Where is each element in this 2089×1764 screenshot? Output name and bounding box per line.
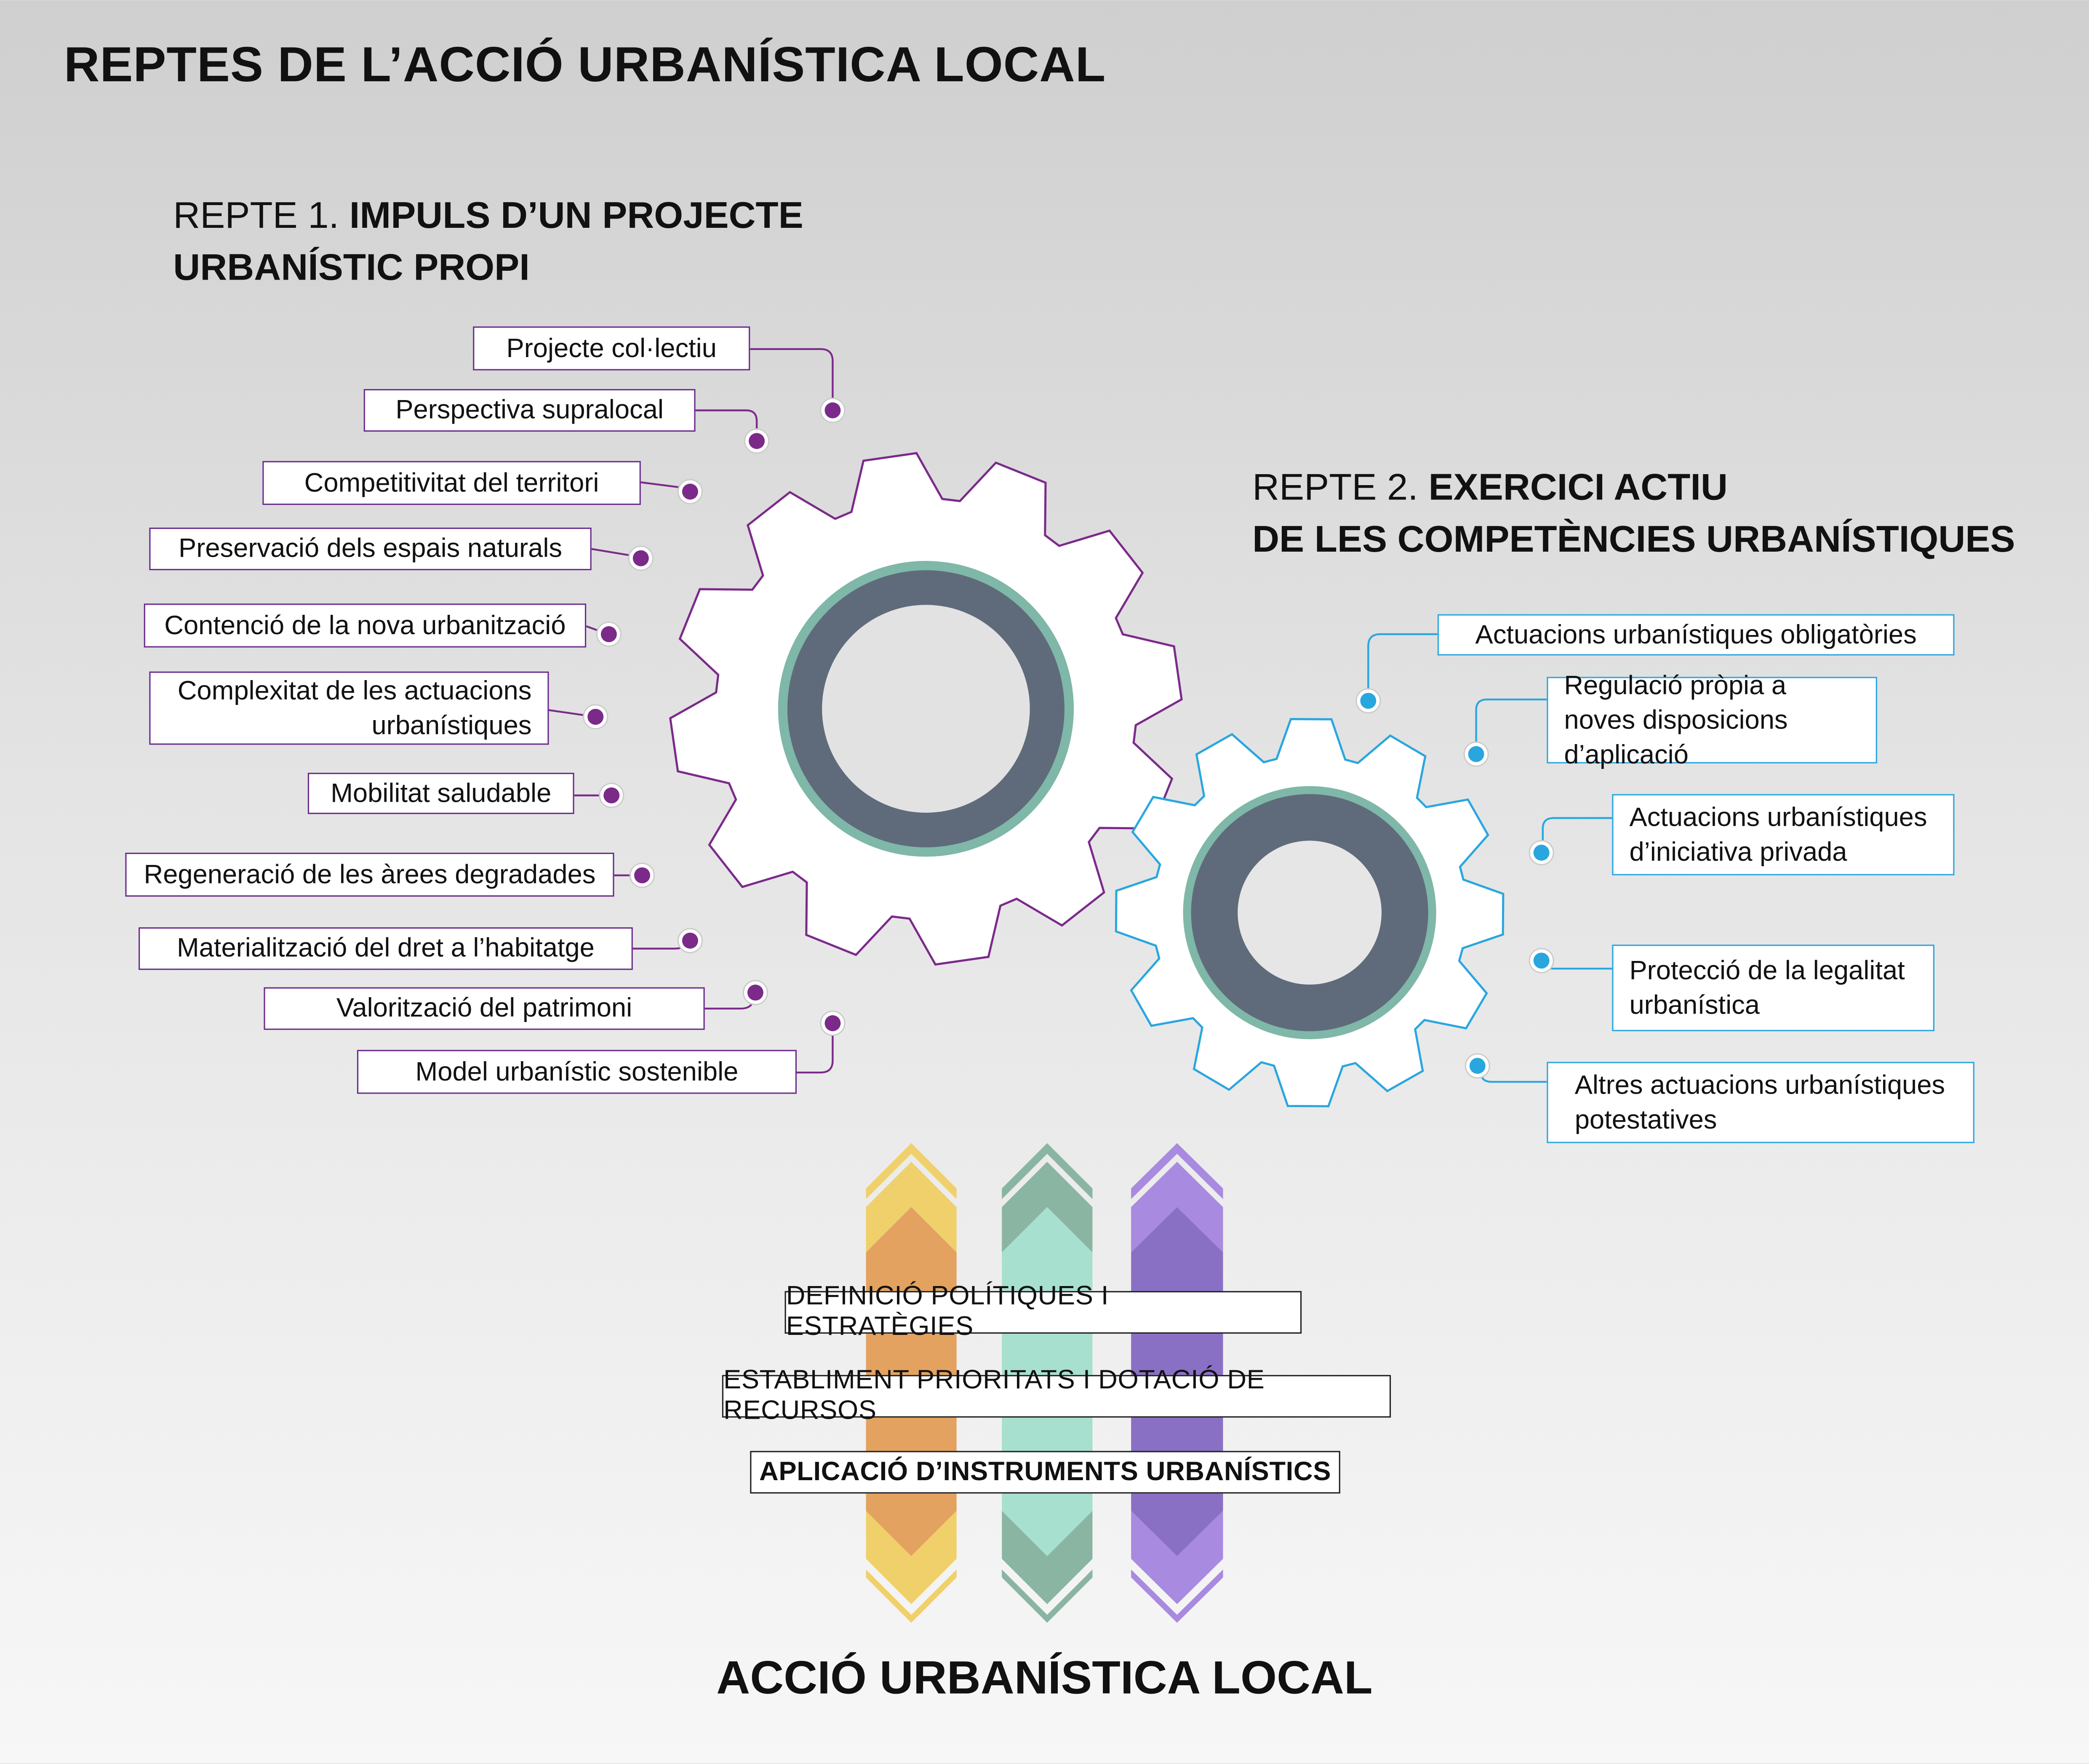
connector-line [1481, 1073, 1547, 1083]
repte1-item: Regeneració de les àrees degradades [125, 852, 614, 897]
page-title: REPTES DE L’ACCIÓ URBANÍSTICA LOCAL [64, 37, 1106, 92]
repte1-item: Perspectiva supralocal [363, 389, 696, 432]
large-gear-hole [822, 605, 1030, 813]
arrow-band-top [1131, 1161, 1223, 1253]
repte1-item: Model urbanístic sostenible [357, 1050, 797, 1094]
arrow-chevron-top [1002, 1143, 1093, 1199]
repte2-title-line1: EXERCICI ACTIU [1428, 466, 1728, 508]
repte2-item: Actuacions urbanístiques obligatòries [1437, 614, 1955, 656]
level-bar-establiment: ESTABLIMENT PRIORITATS I DOTACIÓ DE RECU… [722, 1366, 1391, 1425]
connector-dot [682, 932, 698, 949]
repte2-item: Protecció de la legalitat urbanística [1612, 945, 1934, 1031]
connector-dot [1533, 844, 1550, 861]
arrow-band-bottom [866, 1510, 957, 1604]
repte1-title-line2: URBANÍSTIC PROPI [173, 246, 530, 288]
connector-dot [632, 550, 649, 566]
connector-line [640, 481, 683, 489]
repte1-item: Mobilitat saludable [307, 773, 574, 814]
repte2-title-line2: DE LES COMPETÈNCIES URBANÍSTIQUES [1252, 518, 2015, 560]
connector-line [1542, 817, 1612, 845]
connector-dot [603, 787, 620, 803]
repte1-item: Competitivitat del territori [262, 461, 641, 505]
level-bar-definicio: DEFINICIÓ POLÍTIQUES I ESTRATÈGIES [784, 1282, 1302, 1342]
level-bar-aplicacio: APLICACIÓ D’INSTRUMENTS URBANÍSTICS [750, 1451, 1340, 1494]
connector-dot [1360, 693, 1377, 709]
connector-dot [1533, 953, 1550, 969]
bottom-title: ACCIÓ URBANÍSTICA LOCAL [716, 1652, 1373, 1704]
connector-dot [1468, 746, 1484, 762]
repte2-item: Actuacions urbanístiques d’iniciativa pr… [1612, 794, 1955, 875]
connector-dots [583, 398, 1554, 1079]
connector-dot [1469, 1058, 1486, 1074]
repte1-item: Materialització del dret a l’habitatge [139, 927, 633, 970]
connector-dot [600, 626, 617, 642]
connector-dot [824, 1015, 841, 1031]
repte1-item: Complexitat de les actuacions urbanístiq… [149, 671, 549, 745]
connector-line [750, 348, 834, 400]
repte1-title-line1: IMPULS D’UN PROJECTE [349, 194, 803, 236]
arrow-band-bottom [1002, 1510, 1093, 1604]
arrow-chevron-top [1131, 1143, 1223, 1199]
connector-dot [682, 483, 698, 500]
small-gear-hole [1238, 841, 1382, 985]
repte1-label: REPTE 1. [173, 194, 339, 236]
repte1-item: Contenció de la nova urbanització [144, 603, 587, 648]
connector-lines [549, 348, 1612, 1083]
connector-dot [747, 985, 763, 1001]
repte1-item: Preservació dels espais naturals [149, 527, 592, 571]
connector-dot [749, 433, 765, 449]
connector-dot [634, 867, 650, 883]
arrow-band-bottom [1131, 1510, 1223, 1604]
connector-line [797, 1033, 834, 1074]
repte1-item: Projecte col·lectiu [473, 326, 750, 371]
repte2-item: Regulació pròpia a noves disposicions d’… [1547, 671, 1877, 769]
connector-dot [824, 402, 841, 419]
connector-line [591, 548, 632, 557]
connector-line [695, 409, 758, 432]
repte2-item: Altres actuacions urbanístiques potestat… [1547, 1062, 1974, 1143]
repte2-label: REPTE 2. [1252, 466, 1418, 508]
connector-dot [587, 709, 604, 725]
connector-line [549, 709, 587, 717]
connector-line [1367, 633, 1438, 692]
arrow-chevron-top [866, 1143, 957, 1199]
gears [669, 452, 1505, 1108]
connector-line [1475, 698, 1547, 745]
repte1-heading: REPTE 1. IMPULS D’UN PROJECTE URBANÍSTIC… [173, 189, 803, 293]
repte1-item: Valorització del patrimoni [264, 987, 705, 1030]
repte2-heading: REPTE 2. EXERCICI ACTIU DE LES COMPETÈNC… [1252, 461, 2015, 565]
